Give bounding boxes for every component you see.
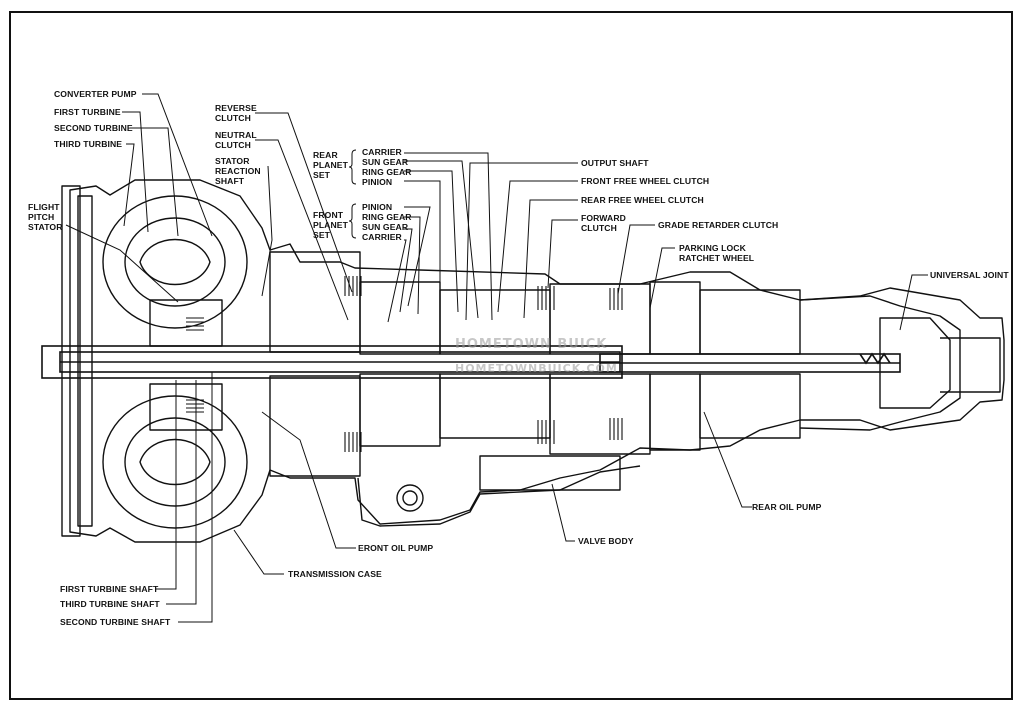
- label-rear-carrier: CARRIER: [362, 147, 402, 157]
- label-converter-pump: CONVERTER PUMP: [54, 89, 137, 99]
- label-neutral-clutch: NEUTRAL CLUTCH: [215, 130, 257, 150]
- label-front-sun-gear: SUN GEAR: [362, 222, 409, 232]
- leader-lines: [65, 93, 928, 623]
- label-front-carrier: CARRIER: [362, 232, 402, 242]
- label-universal-joint: UNIVERSAL JOINT: [930, 270, 1009, 280]
- oil-pan: [357, 465, 641, 527]
- label-rear-sun-gear: SUN GEAR: [362, 157, 409, 167]
- label-parking-lock-ratchet-wheel: PARKING LOCK RATCHET WHEEL: [679, 243, 755, 263]
- label-reverse-clutch: REVERSE CLUTCH: [215, 103, 257, 123]
- converter-housing: [69, 179, 1005, 543]
- label-rear-planet-parts: CARRIER SUN GEAR RING GEAR PINION: [362, 147, 412, 187]
- watermark-line-2: HOMETOWNBUICK.COM: [455, 362, 618, 375]
- label-first-turbine: FIRST TURBINE: [54, 107, 121, 117]
- label-front-pinion: PINION: [362, 202, 393, 212]
- label-output-shaft: OUTPUT SHAFT: [581, 158, 649, 168]
- torus-lower: [102, 395, 248, 529]
- label-rear-ring-gear: RING GEAR: [362, 167, 412, 177]
- input-shaft: [41, 345, 623, 379]
- label-stator-reaction-shaft: STATOR REACTION SHAFT: [215, 156, 261, 186]
- label-grade-retarder-clutch: GRADE RETARDER CLUTCH: [658, 220, 779, 230]
- label-first-turbine-shaft: FIRST TURBINE SHAFT: [60, 584, 159, 594]
- label-forward-clutch: FORWARD CLUTCH: [581, 213, 626, 233]
- label-rear-oil-pump: REAR OIL PUMP: [752, 502, 822, 512]
- label-third-turbine-shaft: THIRD TURBINE SHAFT: [60, 599, 160, 609]
- label-rear-pinion: PINION: [362, 177, 393, 187]
- label-front-oil-pump: ERONT OIL PUMP: [358, 543, 434, 553]
- label-front-free-wheel-clutch: FRONT FREE WHEEL CLUTCH: [581, 176, 710, 186]
- label-second-turbine-shaft: SECOND TURBINE SHAFT: [60, 617, 171, 627]
- label-third-turbine: THIRD TURBINE: [54, 139, 123, 149]
- label-rear-free-wheel-clutch: REAR FREE WHEEL CLUTCH: [581, 195, 704, 205]
- label-transmission-case: TRANSMISSION CASE: [288, 569, 382, 579]
- label-front-planet-set: FRONT PLANET SET: [313, 210, 348, 240]
- label-rear-planet-set: REAR PLANET SET: [313, 150, 348, 180]
- label-valve-body: VALVE BODY: [578, 536, 634, 546]
- label-front-ring-gear: RING GEAR: [362, 212, 412, 222]
- label-front-planet-parts: PINION RING GEAR SUN GEAR CARRIER: [362, 202, 412, 242]
- watermark-line-1: HOMETOWN BUICK: [455, 337, 608, 352]
- torus-upper: [102, 195, 248, 329]
- label-second-turbine: SECOND TURBINE: [54, 123, 133, 133]
- label-flight-pitch-stator: FLIGHT PITCH STATOR: [28, 202, 63, 232]
